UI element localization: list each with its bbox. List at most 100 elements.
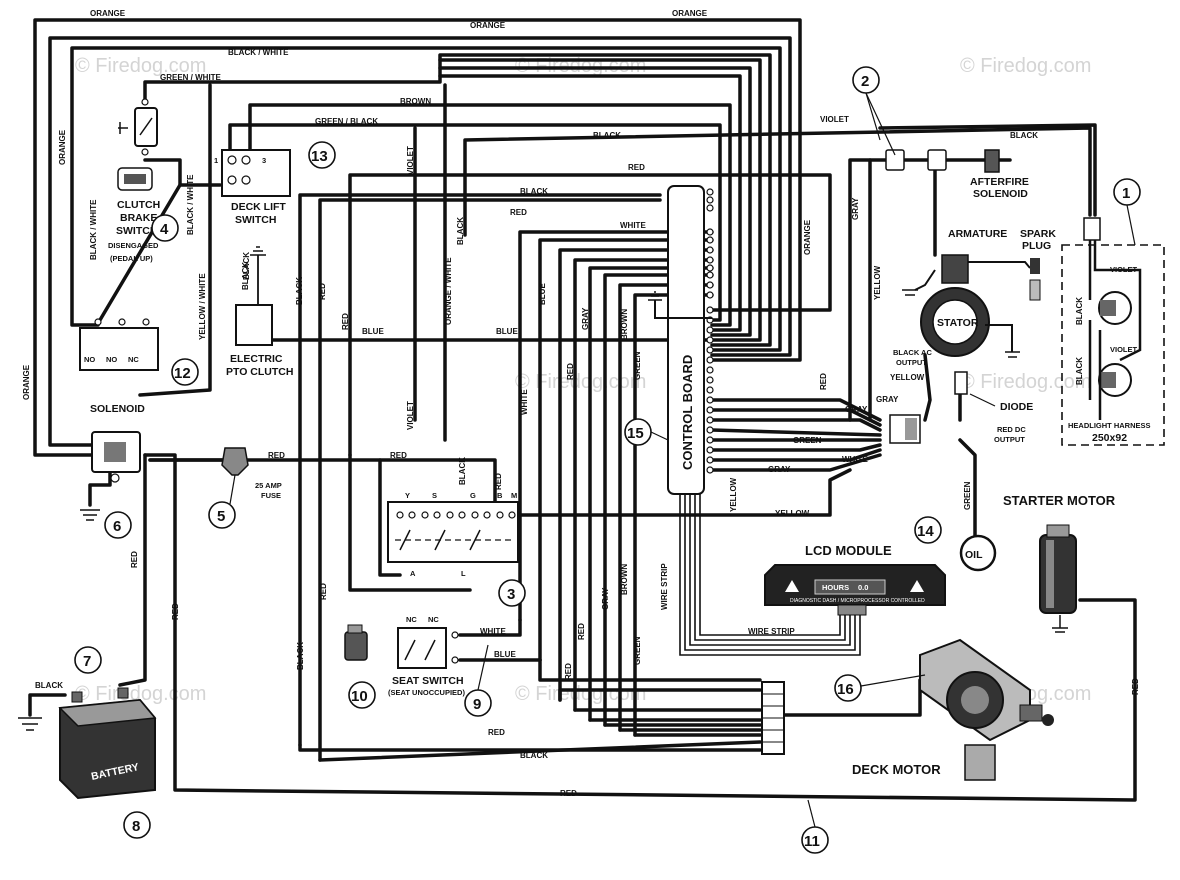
ignition-pin-label: B [497,491,503,500]
wire-label: BLACK / WHITE [228,48,289,57]
wire-label: BLACK [295,277,304,305]
pto-label: PTO CLUTCH [226,366,293,378]
wire-label: ORANGE [90,9,126,18]
callout-number: 14 [917,523,934,540]
neutral-switch [118,98,158,156]
lcd-value: 0.0 [858,583,868,592]
wire-label: BLACK [296,642,305,670]
wire-label: YELLOW / WHITE [198,273,207,340]
wire-label: BLACK [241,262,250,290]
afterfire-label: SOLENOID [973,188,1028,200]
spark-plug-label: PLUG [1022,240,1051,252]
clutch-brake-label: SWITCH [116,225,157,237]
deck-motor: DECK MOTOR [852,638,1054,781]
wire-label: BLUE [496,327,518,336]
deck-motor-connector [761,681,785,755]
wire-label: RED [318,283,327,300]
lcd-hours-label: HOURS [822,583,849,592]
diode-label: DIODE [1000,401,1033,413]
nc-label: NC [406,615,417,624]
watermark: © Firedog.com [515,683,646,705]
wire-label: WHITE [520,389,529,415]
callout-number: 10 [351,688,368,705]
clutch-brake-label: CLUTCH [117,199,160,211]
watermark: © Firedog.com [960,55,1091,77]
starter-motor: STARTER MOTOR [1003,493,1116,633]
wire-label: BROWN [620,309,629,340]
wire-label: RED [566,363,575,380]
seat-connector [344,624,368,661]
wire-label: YELLOW [890,373,925,382]
callout-number: 1 [1122,185,1130,202]
stator-label: STATOR [937,317,979,329]
pin-label: 3 [262,156,266,165]
fuse-label: FUSE [261,491,281,500]
clutch-brake-label: BRAKE [120,212,157,224]
wire-label: WIRE STRIP [660,563,669,610]
wire-label: YELLOW [775,509,810,518]
no-label: NO [84,355,95,364]
wire-label: BLACK [35,681,63,690]
headlight-label: 250x92 [1092,432,1127,444]
wire-label: BLACK [458,457,467,485]
ignition-pin-label: G [470,491,476,500]
wire-label: RED [488,728,505,737]
wire-label: BROWN [620,564,629,595]
wire-label: ORANGE [672,9,708,18]
callout-number: 12 [174,365,191,382]
afterfire-label: AFTERFIRE [970,176,1029,188]
wire-label: BLACK [1010,131,1038,140]
wire-label: RED [564,663,573,680]
ignition-pin-label: S [432,491,437,500]
deck-lift-switch: 1 3 DECK LIFT SWITCH [214,149,291,226]
wire-label: VIOLET [406,401,415,430]
seat-switch-label: (SEAT UNOCCUPIED) [388,688,465,697]
red-dc-label: OUTPUT [994,435,1025,444]
wire-label: BLACK [456,217,465,245]
callout-number: 6 [113,518,121,535]
wire-label: RED [510,208,527,217]
wire-label: GREEN [633,351,642,380]
deck-lift-label: DECK LIFT [231,201,286,213]
callouts: 1 2 3 4 5 6 7 8 9 10 11 [74,66,1141,854]
armature-label: ARMATURE [948,228,1007,240]
control-board-label: CONTROL BOARD [680,355,695,470]
wire-label: GRAY [768,465,791,474]
disengaged-label: (PEDAL UP) [110,254,153,263]
wire-label: GRAY [601,587,610,610]
wire-label: GRAY [876,395,899,404]
wire-label: VIOLET [820,115,849,124]
oil-label: OIL [965,549,983,561]
ignition-switch: Y S G B M A L [387,491,519,578]
headlight-label: HEADLIGHT HARNESS [1068,421,1151,430]
lcd-module-label: LCD MODULE [805,543,892,558]
oil-pressure-switch: OIL [959,534,997,572]
electric-pto-clutch: ELECTRIC PTO CLUTCH [226,246,293,378]
wire-labels: ORANGE ORANGE ORANGE BLACK / WHITE GREEN… [22,9,1140,798]
wire-label: RED [1131,678,1140,695]
callout-number: 4 [160,221,169,238]
wire-label: GREEN / BLACK [315,117,378,126]
wire-label: BLUE [538,283,547,305]
fuse-label: 25 AMP [255,481,282,490]
wire-label: VIOLET [406,146,415,175]
wire-label: BLACK [242,252,251,280]
ignition-pin-label: M [511,491,517,500]
wire-label: RED [268,451,285,460]
wire-label: BLACK [520,751,548,760]
fuse: 25 AMP FUSE [221,447,282,500]
wire-label: BLACK [1075,297,1084,325]
wire-label: BLACK / WHITE [89,199,98,260]
callout-number: 11 [804,833,820,850]
ignition-a-label: A [410,569,416,578]
relay-block: NO NO NC [79,318,159,371]
clutch-brake-switch: CLUTCH BRAKE SWITCH DISENGAGED (PEDAL UP… [108,167,160,263]
wire-label: RED [130,551,139,568]
wire-label: RED [494,473,503,490]
watermark: © Firedog.com [75,55,206,77]
nc-label: NC [428,615,439,624]
callout-number: 9 [473,696,481,713]
wire-label: RED [577,623,586,640]
solenoid-label: SOLENOID [90,403,145,415]
wire-label: RED [628,163,645,172]
